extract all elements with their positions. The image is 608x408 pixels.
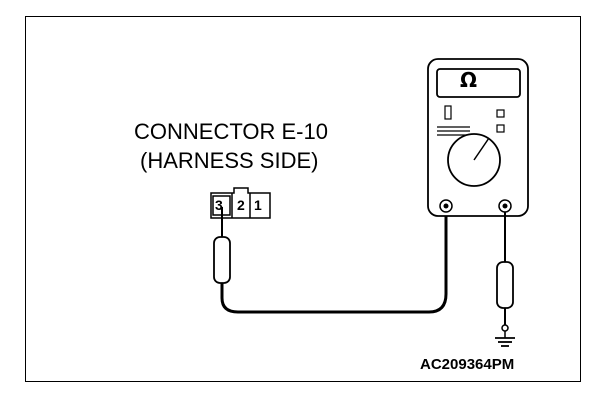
connector-pin-2: 2 — [237, 197, 245, 213]
connector-pin-1: 1 — [254, 197, 262, 213]
multimeter-icon — [427, 58, 529, 217]
reference-code: AC209364PM — [420, 356, 515, 373]
ground-lead — [496, 212, 514, 332]
connector-title: CONNECTOR E-10 — [134, 119, 328, 144]
probe-connector-side — [213, 207, 231, 284]
connector-subtitle: (HARNESS SIDE) — [140, 148, 319, 173]
connector-pin-3: 3 — [215, 197, 223, 213]
ground-icon — [495, 331, 515, 347]
test-lead-wire — [220, 212, 448, 314]
meter-display-ohm-symbol: Ω — [460, 68, 478, 92]
